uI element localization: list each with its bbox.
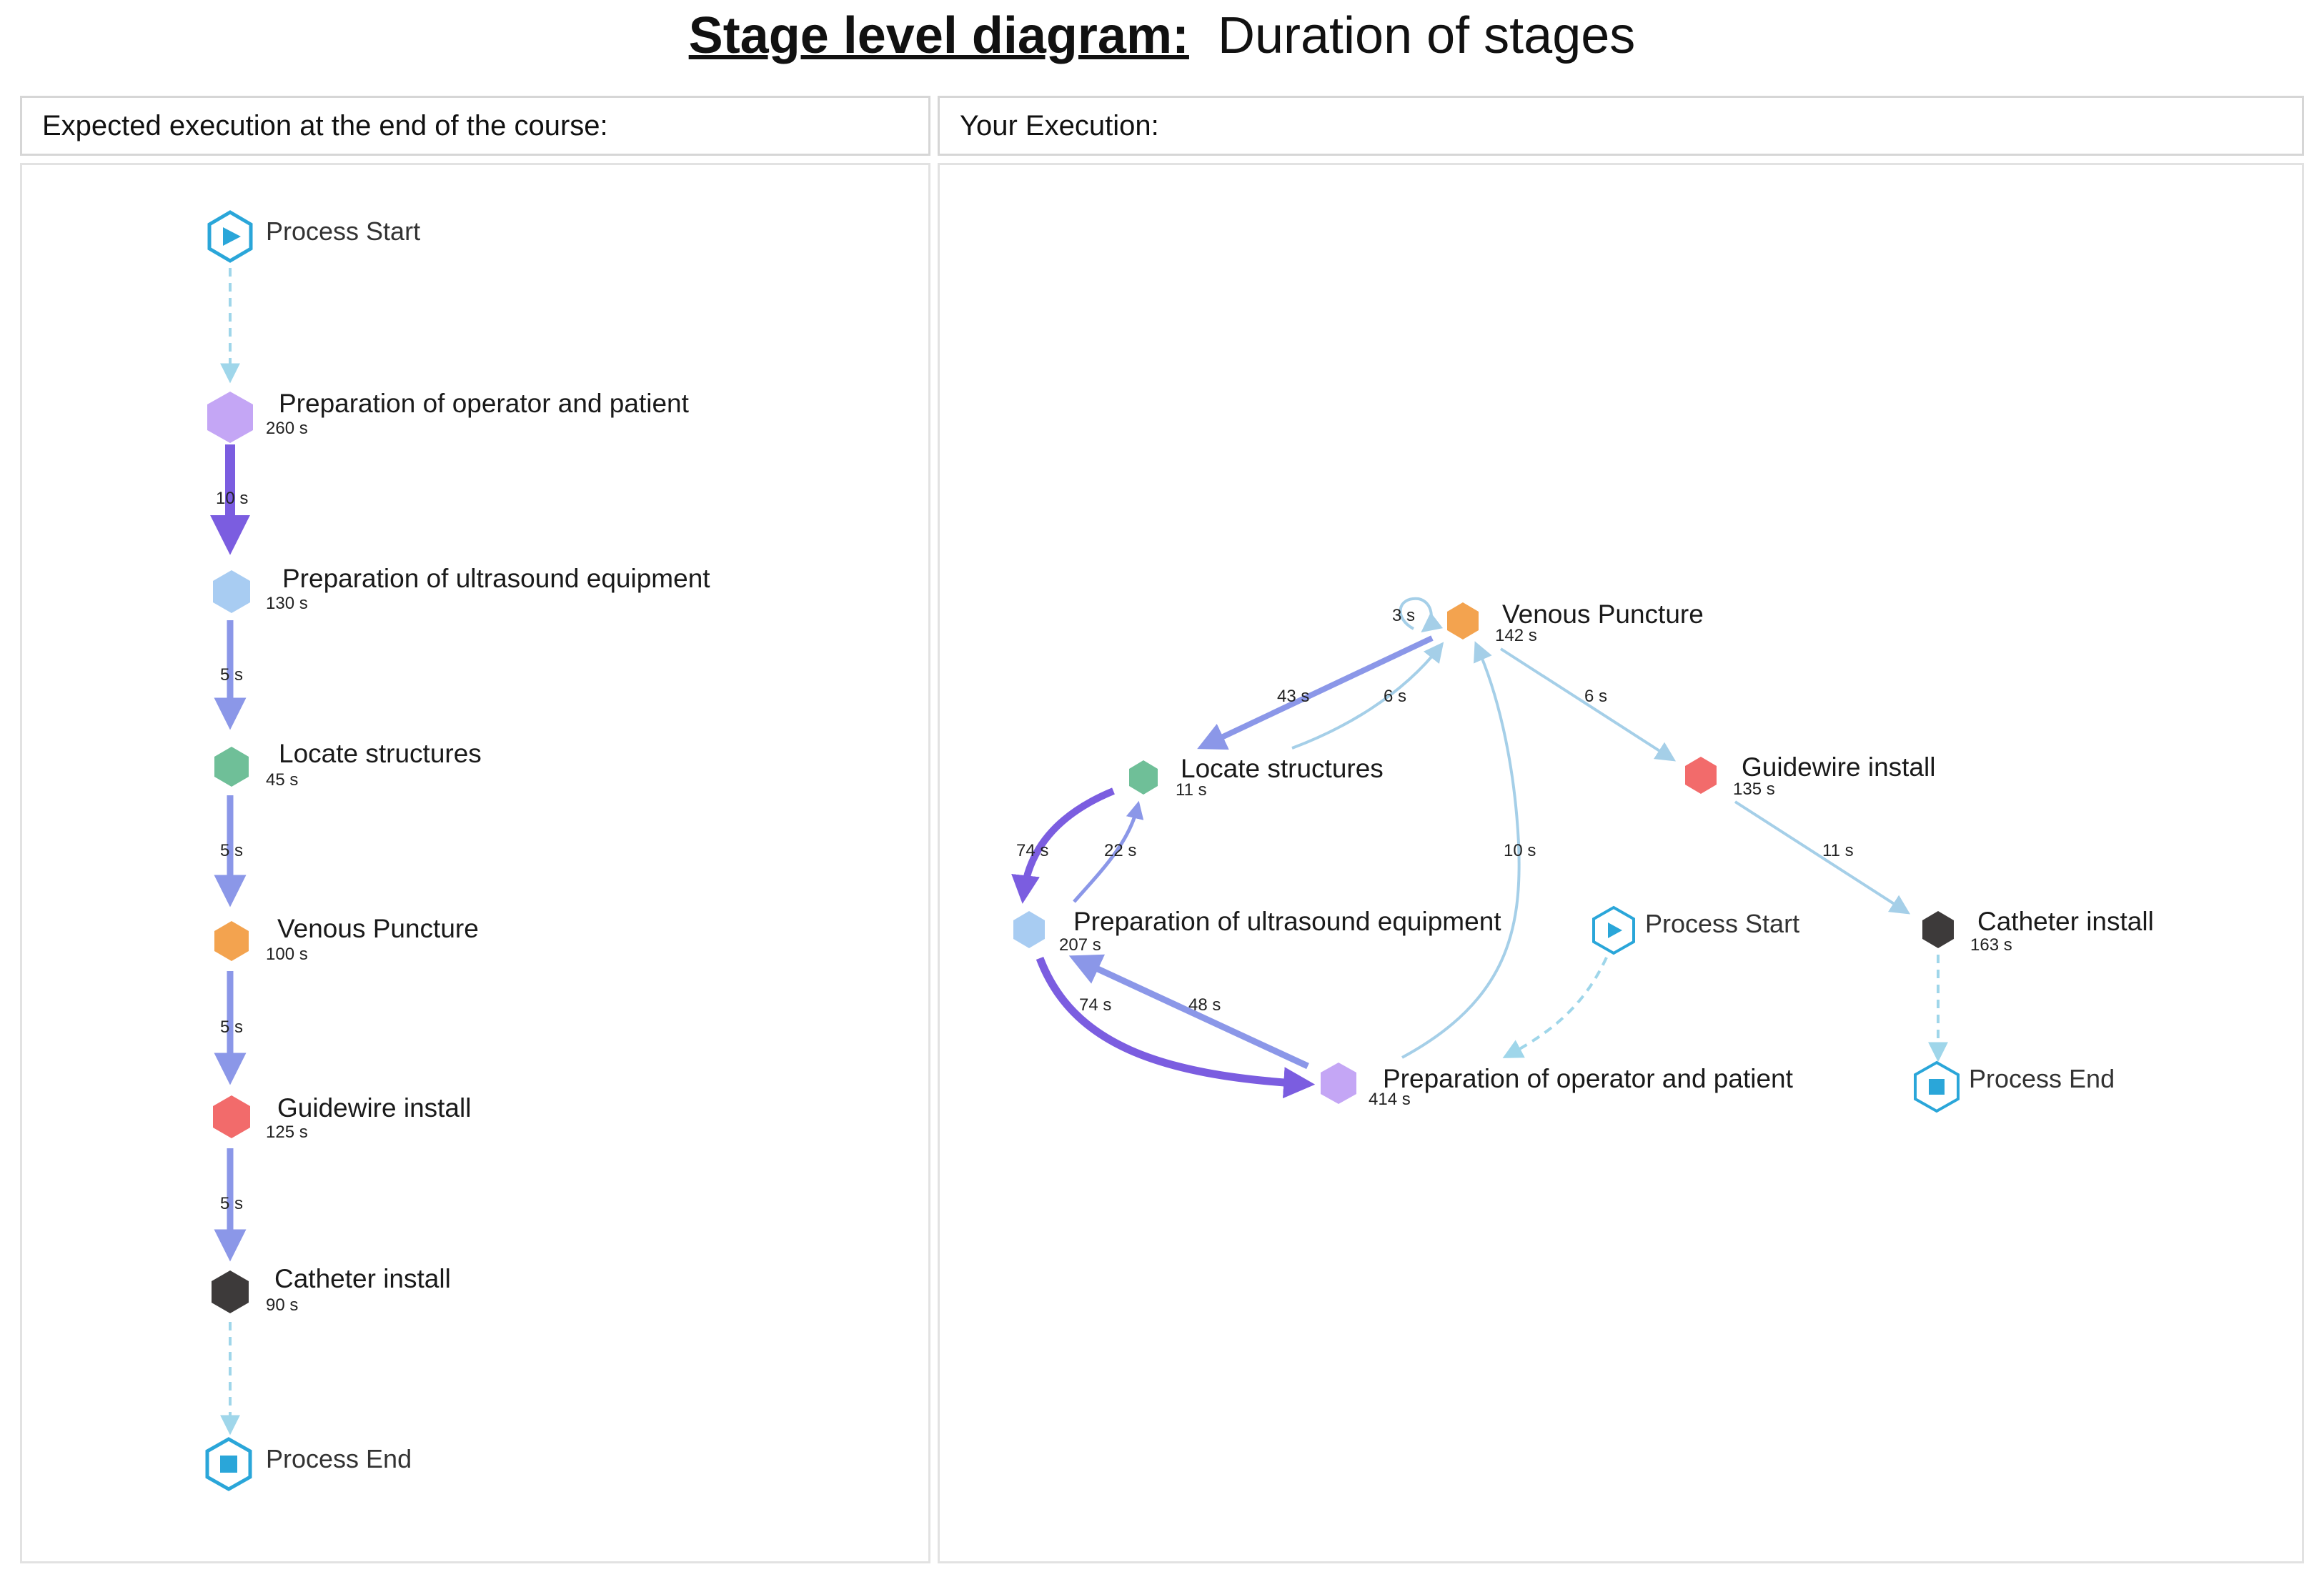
node-label: Guidewire install [1742, 752, 1935, 782]
node-label: Preparation of operator and patient [1383, 1064, 1794, 1093]
node-label: Preparation of operator and patient [279, 389, 690, 418]
guidewire-install-node-icon [1685, 757, 1717, 794]
edge-label: 6 s [1584, 687, 1607, 706]
your-execution-panel [938, 163, 2304, 1563]
stop-icon [220, 1456, 237, 1473]
node-duration: 45 s [266, 770, 298, 790]
node-duration: 100 s [266, 945, 308, 964]
guidewire-install-node-icon [213, 1095, 250, 1138]
locate-structures-node-icon [1129, 760, 1158, 795]
node-duration: 414 s [1369, 1090, 1411, 1109]
edge-label: 74 s [1079, 995, 1111, 1015]
title-rest: Duration of stages [1217, 7, 1636, 64]
edge-label: 5 s [220, 1018, 243, 1037]
your-execution-panel-header: Your Execution: [938, 96, 2304, 156]
edge-guidewire-to-catheter [1734, 800, 1911, 915]
expected-panel-header: Expected execution at the end of the cou… [20, 96, 930, 156]
node-label: Locate structures [1181, 754, 1384, 783]
node-label: Guidewire install [277, 1093, 471, 1123]
node-duration: 135 s [1733, 780, 1775, 799]
edge-venous-to-guidewire [1499, 647, 1677, 762]
process-end-label: Process End [266, 1444, 412, 1473]
edge-operator-to-venous [1401, 641, 1521, 1059]
process-start-label: Process Start [1645, 909, 1799, 938]
prep-ultrasound-node-icon [213, 570, 250, 613]
title-bold: Stage level diagram: [688, 7, 1189, 64]
edge-ultrasound-to-locate [1073, 800, 1144, 903]
page-title: Stage level diagram: Duration of stages [0, 0, 2324, 71]
edge-label: 5 s [220, 841, 243, 860]
catheter-install-node-icon [1922, 911, 1954, 948]
node-label: Catheter install [274, 1264, 451, 1293]
node-label: Locate structures [279, 739, 482, 768]
node-duration: 130 s [266, 594, 308, 613]
node-duration: 142 s [1495, 626, 1537, 645]
prep-ultrasound-node-icon [1013, 911, 1045, 948]
your-execution-diagram: 3 s 43 s 6 s 6 s 74 s 22 s 10 s 11 s 74 … [1011, 597, 2154, 1113]
locate-structures-node-icon [214, 747, 249, 787]
edge-label: 43 s [1277, 687, 1309, 706]
process-end-label: Process End [1969, 1064, 2115, 1093]
node-label: Preparation of ultrasound equipment [1073, 907, 1501, 936]
edge-label: 5 s [220, 1194, 243, 1213]
prep-operator-node-icon [207, 392, 253, 443]
node-label: Venous Puncture [277, 914, 479, 943]
node-label: Venous Puncture [1502, 600, 1704, 629]
node-duration: 260 s [266, 419, 308, 438]
edge-locate-to-ultrasound [1011, 787, 1115, 904]
node-duration: 11 s [1176, 780, 1207, 800]
venous-puncture-node-icon [214, 921, 249, 961]
edge-label: 3 s [1392, 606, 1415, 625]
node-duration: 207 s [1059, 935, 1101, 955]
edge-label: 10 s [216, 489, 248, 508]
edge-label: 6 s [1384, 687, 1406, 706]
catheter-install-node-icon [212, 1270, 249, 1313]
play-icon [223, 227, 241, 246]
edge-label: 74 s [1016, 841, 1048, 860]
stop-icon [1929, 1079, 1945, 1095]
venous-puncture-node-icon [1447, 602, 1479, 640]
edge-start-to-operator [1502, 957, 1608, 1058]
prep-operator-node-icon [1321, 1063, 1356, 1104]
node-duration: 90 s [266, 1295, 298, 1315]
node-duration: 163 s [1970, 935, 2012, 955]
edge-locate-to-venous [1291, 642, 1444, 750]
edge-ultrasound-to-operator [1036, 957, 1316, 1099]
node-label: Catheter install [1977, 907, 2154, 936]
expected-diagram: 10 s 5 s 5 s 5 s 5 s Process Start Prepa… [205, 210, 710, 1491]
node-duration: 125 s [266, 1123, 308, 1142]
expected-panel [20, 163, 930, 1563]
node-label: Preparation of ultrasound equipment [282, 564, 710, 593]
edge-label: 5 s [220, 665, 243, 685]
edge-label: 11 s [1822, 841, 1854, 860]
edge-label: 48 s [1188, 995, 1221, 1015]
process-start-label: Process Start [266, 217, 420, 246]
edge-operator-to-ultrasound [1068, 954, 1309, 1070]
edge-venous-to-locate [1197, 635, 1434, 750]
play-icon [1608, 922, 1622, 938]
edge-venous-self-loop [1399, 597, 1444, 633]
edge-label: 22 s [1104, 841, 1136, 860]
edge-label: 10 s [1504, 841, 1536, 860]
